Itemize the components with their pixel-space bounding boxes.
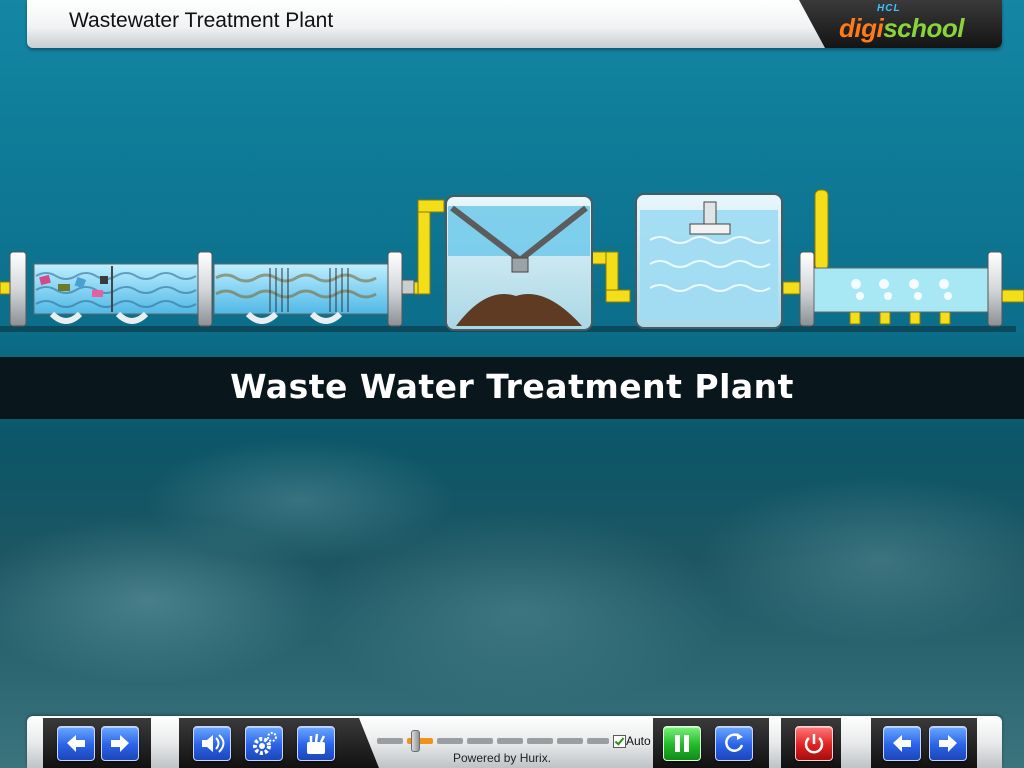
exit-button[interactable] [795, 726, 833, 761]
progress-segment-active [407, 738, 433, 744]
audio-button[interactable] [193, 726, 231, 761]
aeration-tank [635, 193, 783, 329]
auto-label: Auto [626, 734, 651, 748]
pause-icon [675, 735, 689, 752]
logo-part1: digi [839, 13, 884, 43]
speaker-icon [202, 734, 225, 753]
tools-group [179, 718, 379, 768]
gear-icon [253, 732, 277, 755]
banner-title: Waste Water Treatment Plant [230, 367, 794, 406]
page-title: Wastewater Treatment Plant [69, 9, 334, 32]
header-bar: Wastewater Treatment Plant HCL digischoo… [27, 0, 1002, 48]
pause-button[interactable] [663, 726, 701, 761]
title-banner: Waste Water Treatment Plant [0, 357, 1024, 419]
progress-segment [497, 738, 523, 744]
logo-part2: school [883, 13, 965, 43]
arrow-right-icon [111, 735, 129, 752]
replay-icon [725, 733, 744, 752]
progress-segment [467, 738, 493, 744]
logo-main-text: digischool [839, 13, 965, 43]
replay-button[interactable] [715, 726, 753, 761]
screening-unit-1 [9, 251, 213, 327]
digischool-logo: HCL digischool [799, 0, 1002, 48]
next-button-right[interactable] [929, 726, 967, 761]
playback-group [653, 718, 769, 768]
settings-button[interactable] [245, 726, 283, 761]
arrow-left-icon [67, 735, 85, 752]
yellow-pipes [0, 189, 1024, 325]
logo-hcl-text: HCL [877, 3, 901, 14]
progress-segment [557, 738, 583, 744]
plant-diagram [0, 189, 1024, 332]
progress-segment [587, 738, 609, 744]
toolkit-icon [307, 733, 326, 754]
progress-track[interactable] [377, 738, 609, 744]
power-icon [804, 734, 824, 754]
filtration-unit [799, 251, 1003, 327]
sedimentation-tank [445, 195, 593, 331]
player-control-bar: Auto Powered by Hurix. [27, 716, 1002, 768]
auto-checkbox[interactable] [613, 735, 626, 748]
arrow-right-icon [939, 735, 957, 752]
next-button[interactable] [101, 726, 139, 761]
powered-by-text: Powered by Hurix. [453, 751, 552, 765]
progress-segment [437, 738, 463, 744]
toolkit-button[interactable] [297, 726, 335, 761]
progress-segment [377, 738, 403, 744]
progress-slider-handle[interactable] [411, 730, 420, 752]
previous-button-right[interactable] [883, 726, 921, 761]
arrow-left-icon [893, 735, 911, 752]
nav-group-right [871, 718, 977, 768]
screening-unit-2 [213, 251, 415, 327]
exit-group [781, 718, 841, 768]
previous-button[interactable] [57, 726, 95, 761]
progress-segment [527, 738, 553, 744]
nav-group-left [43, 718, 151, 768]
